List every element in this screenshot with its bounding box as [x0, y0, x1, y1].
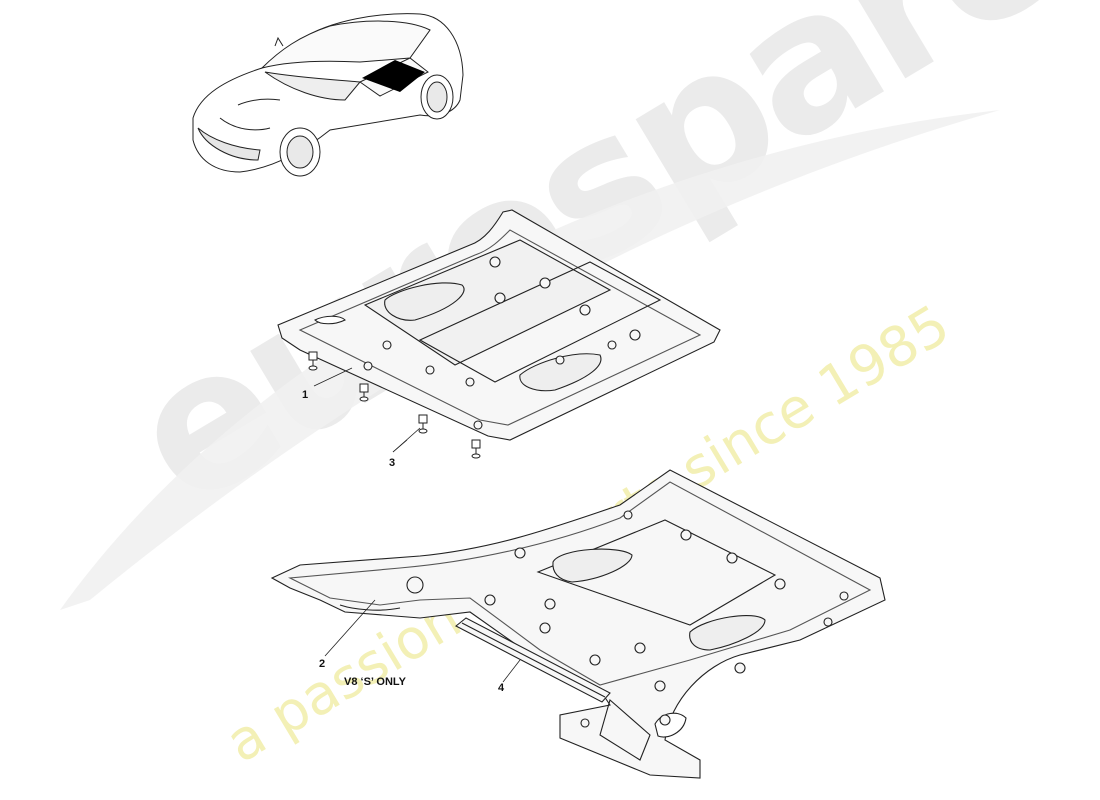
leader-line-4 — [502, 659, 521, 683]
variant-note: V8 ‘S’ ONLY — [344, 676, 406, 688]
car-overview — [192, 13, 464, 177]
callout-3: 3 — [389, 457, 396, 469]
fastener — [418, 414, 428, 434]
part-4-strip — [454, 617, 611, 703]
floor-highlight — [362, 60, 425, 92]
leader-line-2 — [324, 599, 376, 657]
part-3-fasteners — [308, 351, 481, 459]
callout-2: 2 — [319, 658, 326, 670]
leader-lines — [313, 367, 521, 683]
callout-4: 4 — [498, 682, 505, 694]
fastener — [359, 383, 369, 402]
leader-line-3b — [392, 439, 408, 453]
part-1-undertray-upper — [277, 209, 721, 441]
fastener — [308, 351, 318, 371]
fastener — [471, 439, 481, 459]
callout-1: 1 — [302, 389, 309, 401]
leader-line-1 — [313, 367, 353, 387]
part-2-undertray-lower — [270, 469, 886, 779]
